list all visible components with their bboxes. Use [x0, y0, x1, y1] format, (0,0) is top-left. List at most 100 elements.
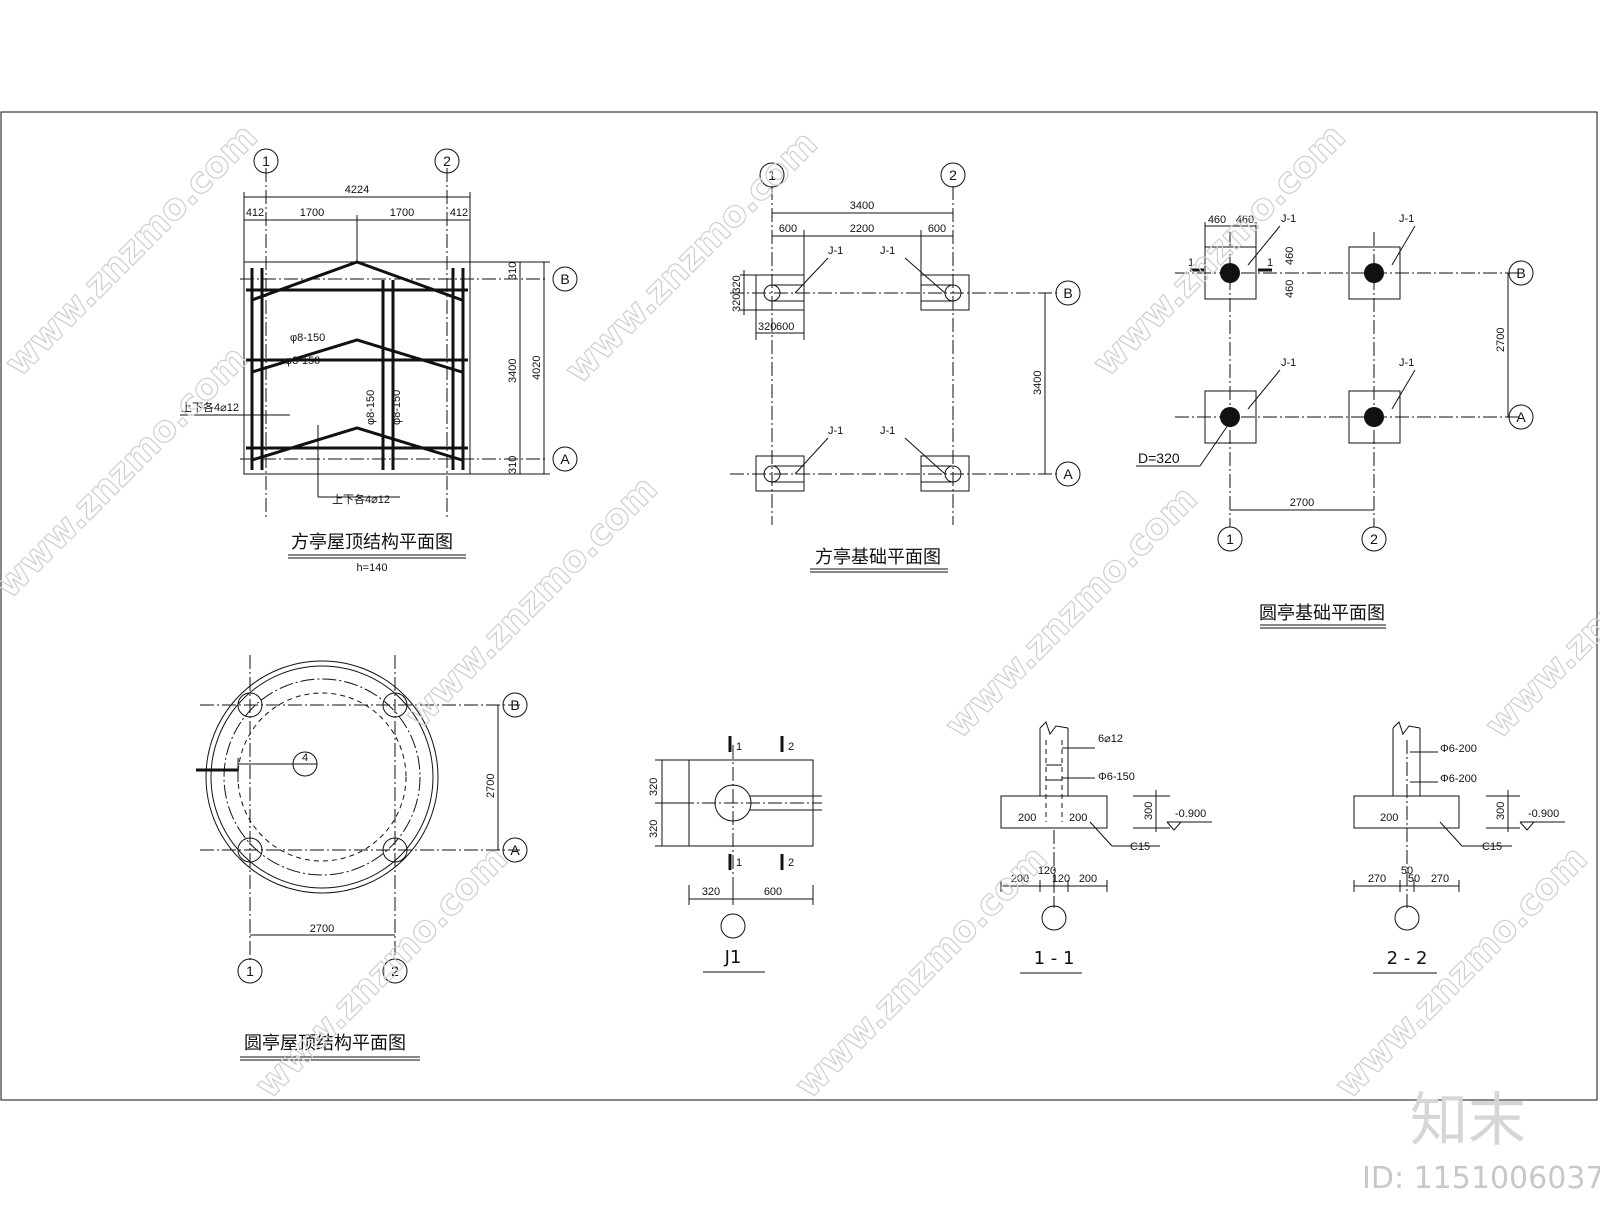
axis-bubble-1: [1217, 526, 1243, 552]
watermark-text: www.znzmo.com: [1477, 478, 1600, 746]
drawing-title: 圆亭屋顶结构平面图: [244, 1033, 406, 1054]
detail-number: 4: [302, 752, 308, 764]
footing-label: J-1: [880, 425, 895, 437]
dimension-text: 270: [1368, 873, 1386, 885]
axis-label: 2: [391, 963, 399, 979]
axis-bubble-1: [237, 958, 263, 984]
axis-label: A: [510, 842, 520, 858]
ring-beam-inner: [237, 692, 407, 862]
rebar-note: 上下各4⌀12: [181, 400, 239, 414]
roof-outer-edge-inner: [210, 665, 434, 889]
roof-outer-edge: [205, 660, 439, 894]
axis-label: 1: [1226, 531, 1234, 547]
dimension-text: 1700: [390, 207, 414, 219]
drawing-title: 2 - 2: [1387, 948, 1428, 969]
watermark-text: www.znzmo.com: [787, 838, 1055, 1106]
footing-J1-detail: 1 2 1 2 320 320 320 600 J1: [648, 736, 822, 973]
sheet-border: [0, 111, 1598, 1101]
footing-J1: [1348, 246, 1401, 300]
dimension-text: 200: [1079, 873, 1097, 885]
column: [382, 837, 408, 863]
dimension-text: 4020: [531, 356, 543, 380]
dimension-text: 310: [507, 262, 519, 280]
drawing-title: 方亭屋顶结构平面图: [291, 532, 453, 553]
dimension-text: 2700: [310, 923, 334, 935]
dimension-text: 460: [1236, 214, 1254, 226]
rebar-label: φ8-150: [365, 390, 377, 425]
dimension-text: 50: [1401, 865, 1413, 877]
dimension-text: 270: [1431, 873, 1449, 885]
section-2-2: Φ6-200 Φ6-200 300 -0.900 200 C15 270 50 …: [1353, 721, 1565, 974]
axis-bubble-1: [253, 148, 279, 174]
dimension-text: 120: [1052, 873, 1070, 885]
axis-bubble-2: [1361, 526, 1387, 552]
dimension-text: 310: [507, 456, 519, 474]
axis-bubble-B: [1508, 260, 1534, 286]
section-cut: 2: [788, 857, 794, 869]
round-foundation-plan: 460 460 460 460 1 1 J-1 J-1 J-1 J-1 D=32…: [1136, 213, 1534, 629]
axis-bubble: [1041, 905, 1067, 931]
dimension-text: 200: [1380, 812, 1398, 824]
axis-label: 1: [262, 153, 270, 169]
ring-beam-outer: [223, 678, 421, 876]
dimension-text: 600: [928, 223, 946, 235]
axis-bubble-2: [434, 148, 460, 174]
axis-label: 1: [246, 963, 254, 979]
dimension-text: 2700: [1495, 328, 1507, 352]
section-cut: 1: [736, 741, 742, 753]
dimension-text: 3400: [507, 359, 519, 383]
drawing-note: h=140: [357, 562, 388, 574]
rebar-label: 6⌀12: [1098, 733, 1123, 745]
footing-label: J-1: [828, 245, 843, 257]
footing-J1: [1204, 390, 1257, 444]
axis-bubble-2: [940, 162, 966, 188]
drawing-title: 1 - 1: [1034, 948, 1075, 969]
concrete-label: C15: [1482, 841, 1502, 853]
column: [382, 692, 408, 718]
rebar-label: φ8-150: [391, 390, 403, 425]
dimension-text: 600: [779, 223, 797, 235]
axis-label: B: [1063, 285, 1072, 301]
footing-J1: [1204, 246, 1257, 300]
dimension-text: 200: [1069, 812, 1087, 824]
watermark-text: www.znzmo.com: [247, 838, 515, 1106]
elevation-label: -0.900: [1528, 808, 1559, 820]
square-roof-plan: 1 2 4224 412 1700 1700 412 φ8: [180, 148, 578, 574]
footing-section: [1000, 795, 1108, 829]
dimension-text: 460: [1284, 247, 1296, 265]
axis-bubble: [720, 913, 746, 939]
axis-label: B: [510, 697, 519, 713]
drawing-title: 圆亭基础平面图: [1259, 603, 1385, 624]
dimension-text: 120: [1038, 865, 1056, 877]
dimension-text: 320320: [731, 275, 743, 312]
dimension-text: 1700: [300, 207, 324, 219]
dimension-text: 4224: [345, 184, 369, 196]
drawing-title: 方亭基础平面图: [815, 547, 941, 568]
axis-bubble-2: [382, 958, 408, 984]
square-foundation-plan: 1 2 3400 600 2200 600: [730, 162, 1081, 573]
axis-bubble-A: [1055, 461, 1081, 487]
dimension-text: 460: [1208, 214, 1226, 226]
dimension-text: 460: [1284, 280, 1296, 298]
axis-label: A: [1516, 409, 1526, 425]
rebar-label: Φ6-200: [1440, 773, 1477, 785]
elevation-label: -0.900: [1175, 808, 1206, 820]
dimension-text: 2700: [485, 774, 497, 798]
image-id: ID: 1151006037: [1362, 1161, 1600, 1196]
column: [237, 692, 263, 718]
watermark-text: www.znzmo.com: [397, 468, 665, 736]
axis-label: 2: [949, 167, 957, 183]
footing-label: J-1: [1281, 213, 1296, 225]
axis-bubble-B: [502, 692, 528, 718]
section-cut: 1: [1188, 257, 1194, 269]
axis-bubble-A: [1508, 404, 1534, 430]
rebar-label: Φ6-200: [1440, 743, 1477, 755]
axis-label: A: [560, 451, 570, 467]
diameter-label: D=320: [1138, 450, 1180, 466]
watermark-text: www.znzmo.com: [1085, 116, 1353, 384]
axis-bubble: [1394, 905, 1420, 931]
section-cut: 1: [1267, 257, 1273, 269]
dimension-text: 3400: [850, 200, 874, 212]
